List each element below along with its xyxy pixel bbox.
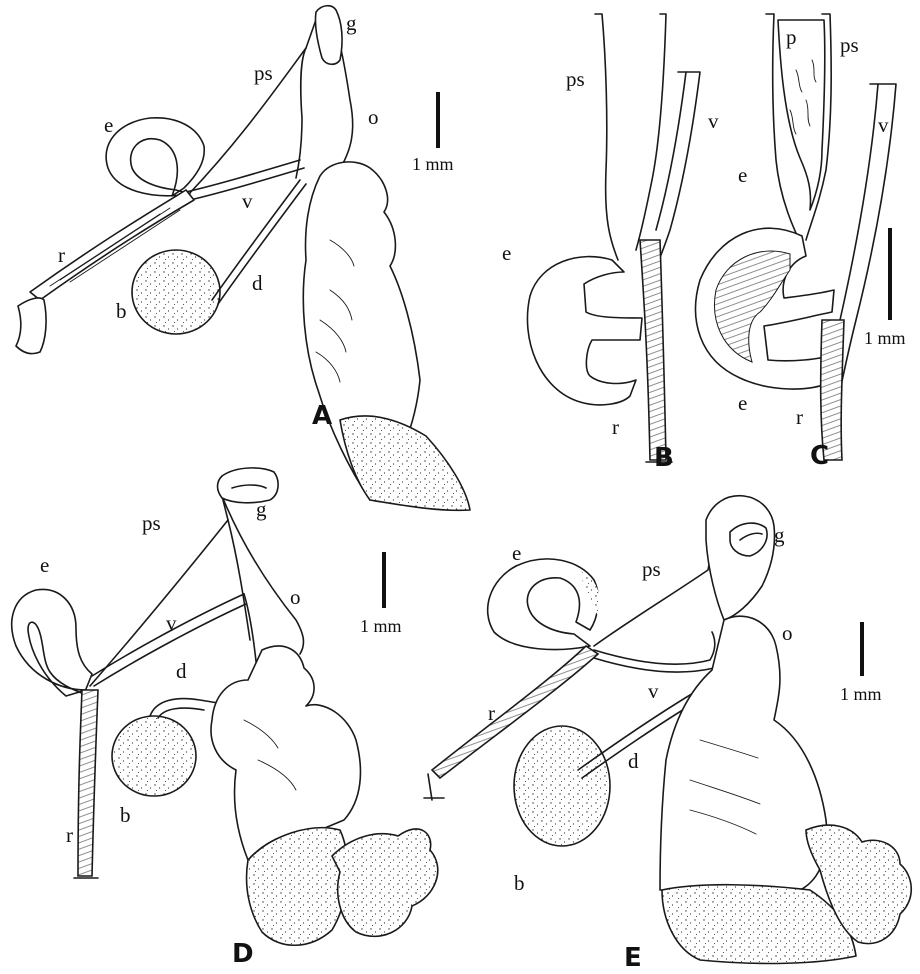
panel-e-label-d: d (628, 749, 639, 773)
panel-a-label-d: d (252, 271, 263, 295)
panel-a-bursa (132, 250, 220, 334)
panel-d-label-ps: ps (142, 511, 161, 535)
panel-e-label-r: r (488, 701, 495, 725)
panel-b-retractor (640, 240, 666, 460)
panel-c-label-v: v (878, 113, 889, 137)
panel-e-label-o: o (782, 621, 793, 645)
panel-d-epiphallus (12, 589, 92, 696)
panel-e-label-g: g (774, 523, 785, 547)
panel-e-label-ps: ps (642, 557, 661, 581)
panel-e-label-v: v (648, 679, 659, 703)
panel-d-label-d: d (176, 659, 187, 683)
panel-e-label-b: b (514, 871, 525, 895)
panel-d-oviduct-body (211, 646, 360, 860)
panel-a-retractor-base (16, 298, 46, 354)
panel-e-label-e: e (512, 541, 521, 565)
panel-a-epiphallus (106, 118, 204, 196)
panel-d-label-e: e (40, 553, 49, 577)
panel-d-label-o: o (290, 585, 301, 609)
panel-d-gland-lobe (332, 829, 438, 936)
panel-d-bursa (112, 716, 196, 796)
panel-c-label-e1: e (738, 163, 747, 187)
panel-c-scale-label: 1 mm (864, 328, 906, 348)
panel-d: g ps o e v d r b 1 mm D (12, 468, 438, 969)
panel-c-retractor (821, 320, 844, 460)
panel-d-letter: D (232, 939, 254, 969)
panel-e-scale-label: 1 mm (840, 684, 882, 704)
panel-a-label-r: r (58, 243, 65, 267)
panel-b-label-e: e (502, 241, 511, 265)
panel-d-label-b: b (120, 803, 131, 827)
panel-b-label-r: r (612, 415, 619, 439)
panel-a-letter: A (312, 401, 332, 431)
panel-c-label-ps: ps (840, 33, 859, 57)
panel-c-label-r: r (796, 405, 803, 429)
panel-e-head (706, 496, 775, 620)
panel-a: g ps o e v r d b 1 mm A (16, 6, 470, 511)
panel-d-label-g: g (256, 497, 267, 521)
panel-d-label-r: r (66, 823, 73, 847)
panel-b-label-v: v (708, 109, 719, 133)
panel-b-letter: B (654, 443, 674, 473)
panel-b-epiphallus (527, 257, 642, 405)
panel-b-sheath-right (636, 14, 666, 250)
panel-d-retractor (78, 690, 98, 876)
panel-e-vas-deferens (594, 632, 715, 664)
panel-d-label-v: v (166, 611, 177, 635)
panel-d-sheath-inner (228, 520, 250, 640)
panel-c: p ps v e e r 1 mm C (696, 14, 906, 471)
panel-e-letter: E (624, 943, 642, 973)
panel-a-genital-pore (315, 6, 342, 65)
panel-a-label-g: g (346, 11, 357, 35)
panel-a-sheath-inner (296, 48, 306, 178)
panel-c-label-p: p (786, 25, 797, 49)
panel-e-bursa (514, 726, 610, 846)
panel-d-scale-label: 1 mm (360, 616, 402, 636)
panel-b-vas-deferens-edge (656, 72, 686, 230)
panel-b-sheath-left (595, 14, 618, 260)
panel-e-vas-deferens-edge (594, 658, 714, 672)
panel-a-label-v: v (242, 189, 253, 213)
panel-a-label-ps: ps (254, 61, 273, 85)
panel-c-label-e2: e (738, 391, 747, 415)
panel-a-vas-deferens (186, 160, 300, 192)
panel-a-albumen-gland (340, 416, 470, 510)
panel-c-vas-deferens-edge (840, 84, 878, 320)
panel-b: ps v e r B (502, 14, 719, 473)
panel-e: g ps o e v r d b 1 mm E (424, 496, 911, 973)
panel-a-scale-label: 1 mm (412, 154, 454, 174)
panel-d-vas-deferens (92, 594, 244, 676)
panel-a-label-o: o (368, 105, 379, 129)
panel-c-letter: C (810, 441, 829, 471)
panel-b-label-ps: ps (566, 67, 585, 91)
panel-e-albumen-gland (662, 885, 856, 964)
panel-a-label-e: e (104, 113, 113, 137)
panel-a-label-b: b (116, 299, 127, 323)
